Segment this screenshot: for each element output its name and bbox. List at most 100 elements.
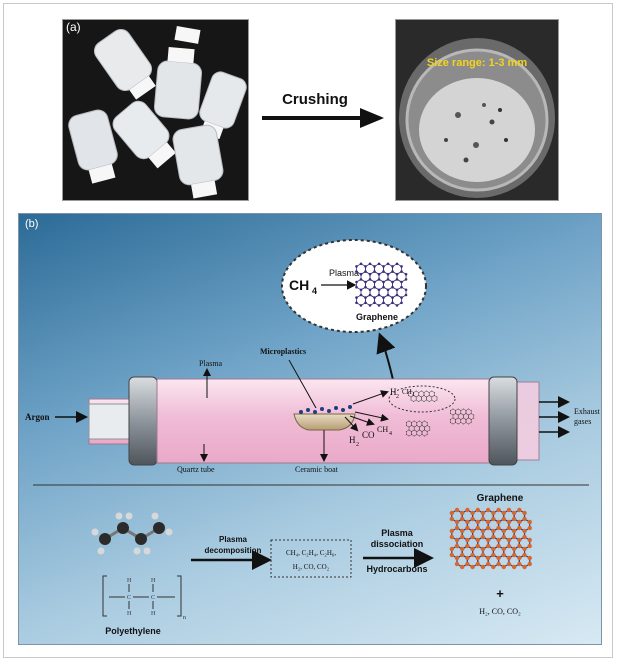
lattice-atom (405, 425, 407, 426)
lattice-atom (527, 519, 532, 525)
lattice-bond (406, 429, 410, 432)
lattice-atom (454, 543, 460, 549)
lattice-atom (480, 564, 486, 570)
lattice-atom (454, 519, 460, 525)
lattice-atom (420, 396, 422, 398)
lattice-atom (473, 414, 475, 416)
lattice-bond (450, 417, 454, 420)
lattice-atom (496, 525, 501, 531)
lattice-atom (382, 301, 385, 305)
lattice-atom (501, 552, 506, 558)
lattice-atom (391, 265, 394, 268)
lattice-bond (424, 425, 428, 428)
lattice-atom (359, 293, 363, 297)
lattice-atom (491, 510, 496, 516)
lattice-bond (455, 417, 459, 420)
lattice-atom (496, 543, 501, 549)
lattice-atom (496, 507, 501, 513)
lattice-bond (408, 420, 412, 423)
lattice-atom (355, 296, 358, 299)
lattice-atom (475, 525, 480, 531)
svg-text:H: H (151, 578, 156, 584)
lattice-atom (386, 288, 390, 292)
lattice-atom (382, 265, 385, 268)
lattice-atom (404, 288, 408, 292)
lattice-atom (511, 564, 517, 570)
lattice-atom (408, 429, 410, 431)
lattice-atom (506, 543, 512, 549)
lattice-atom (364, 265, 367, 268)
lattice-atom (418, 426, 420, 428)
lattice-bond (416, 399, 419, 402)
svg-text:CO: CO (362, 430, 375, 440)
lattice-atom (382, 296, 385, 299)
lattice-atom (359, 272, 363, 276)
lattice-atom (431, 396, 433, 398)
lattice-atom (433, 395, 435, 396)
lattice-bond (431, 390, 435, 393)
lattice-atom (420, 390, 422, 392)
size-range-note: Size range: 1-3 mm (427, 57, 527, 69)
lattice-atom (506, 519, 512, 525)
lattice-atom (485, 537, 491, 543)
lattice-atom (501, 534, 506, 540)
lattice-atom (355, 265, 358, 268)
lattice-atom (475, 561, 480, 567)
lattice-atom (405, 431, 407, 432)
lattice-bond (468, 408, 472, 411)
lattice-atom (395, 278, 399, 281)
lattice-atom (426, 431, 428, 432)
lattice-atom (411, 431, 413, 432)
lattice-atom (465, 537, 470, 543)
lattice-atom (377, 262, 381, 266)
lattice-bond (458, 422, 461, 425)
lattice-bond (426, 399, 430, 402)
lattice-bond (452, 422, 456, 425)
lattice-bond (421, 420, 425, 423)
bottle (153, 47, 203, 120)
lattice-atom (491, 528, 496, 534)
lattice-atom (485, 543, 491, 549)
lattice-atom (460, 413, 462, 414)
lattice-atom (522, 564, 527, 570)
lattice-atom (382, 270, 385, 273)
plus-sign: + (496, 586, 504, 601)
lattice-atom (457, 417, 459, 419)
lattice-atom (465, 422, 467, 423)
lattice-atom (485, 519, 491, 525)
lattice-atom (496, 519, 501, 525)
lattice-atom (470, 410, 472, 411)
lattice-atom (460, 410, 462, 411)
lattice-bond (468, 417, 472, 420)
lattice-atom (496, 555, 501, 561)
lattice-bond (421, 399, 425, 402)
lattice-atom (368, 262, 372, 266)
lattice-atom (418, 429, 420, 431)
lattice-atom (459, 510, 465, 516)
lattice-atom (426, 399, 428, 401)
lattice-bond (414, 420, 417, 423)
lattice-atom (501, 528, 506, 534)
gas-inlet (88, 403, 130, 440)
lattice-atom (418, 420, 420, 422)
svg-text:CH: CH (377, 425, 388, 434)
lattice-atom (465, 410, 467, 411)
lattice-bond (455, 413, 459, 416)
lattice-atom (411, 422, 413, 423)
lattice-atom (491, 546, 496, 552)
lattice-bond (465, 413, 469, 416)
lattice-atom (480, 528, 486, 534)
lattice-atom (454, 507, 460, 513)
bottles-photo (62, 19, 249, 201)
lattice-atom (368, 272, 372, 276)
lattice-atom (405, 434, 407, 435)
lattice-atom (517, 537, 522, 543)
lattice-atom (411, 425, 413, 426)
lattice-bond (427, 425, 430, 428)
quartz-tube-label: Quartz tube (177, 465, 215, 474)
lattice-atom (415, 390, 417, 392)
bubble-graphene-lattice (355, 262, 408, 307)
lattice-atom (407, 392, 409, 393)
lattice-atom (416, 425, 418, 426)
crushing-label: Crushing (282, 91, 348, 108)
